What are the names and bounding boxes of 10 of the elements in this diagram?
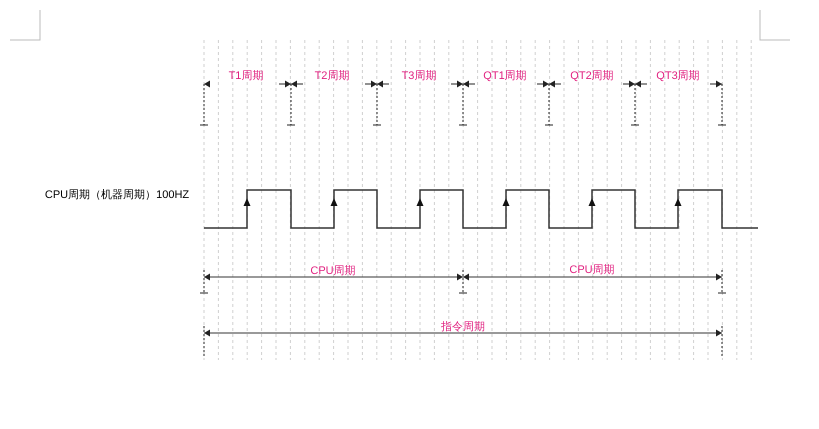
period-label: CPU周期 (569, 264, 615, 277)
period-label: QT2周期 (570, 70, 614, 83)
period-label: T3周期 (402, 70, 436, 83)
period-label: CPU周期 (310, 265, 356, 278)
period-label: 指令周期 (441, 321, 485, 334)
period-label: QT3周期 (656, 70, 700, 83)
period-label: T1周期 (228, 70, 264, 83)
period-label: QT1周期 (483, 70, 527, 83)
signal-label: CPU周期（机器周期）100HZ (44, 189, 190, 202)
period-label: T2周期 (314, 70, 350, 83)
